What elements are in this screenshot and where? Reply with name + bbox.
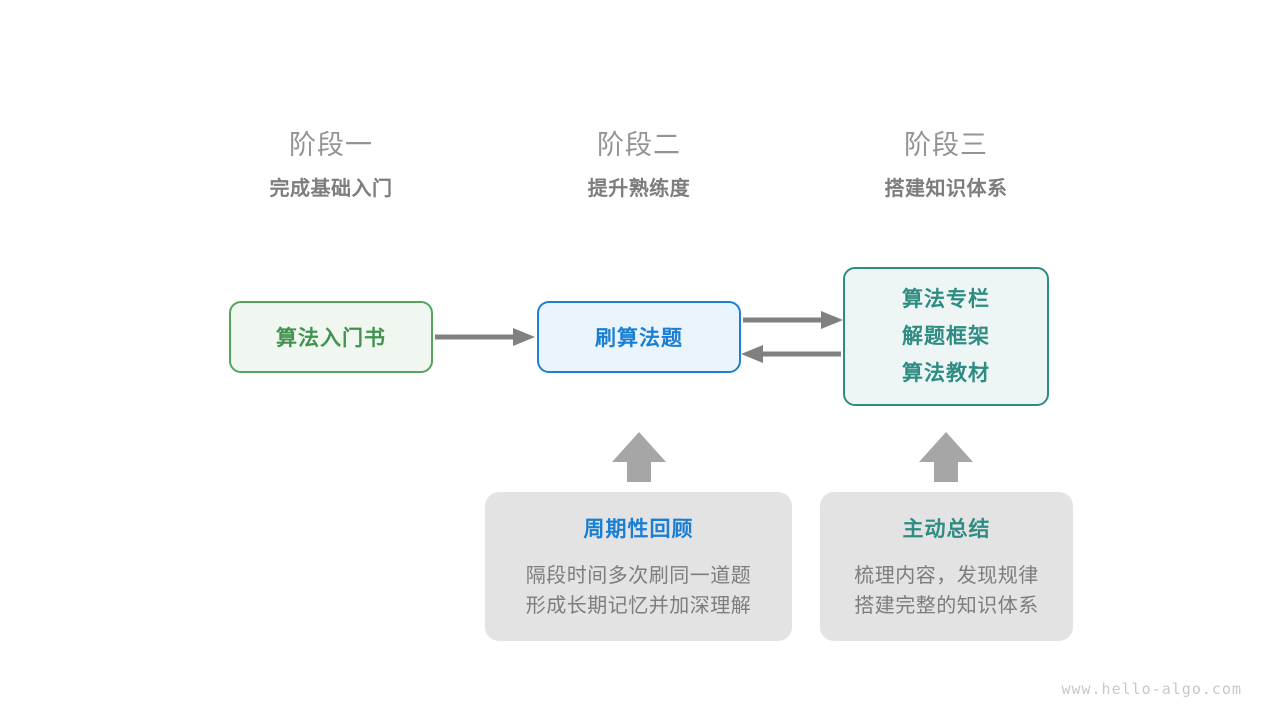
note-review-body-line-2: 形成长期记忆并加深理解 <box>525 594 752 617</box>
node-knowledge-line-3: 算法教材 <box>902 362 990 385</box>
stage-goal-1: 完成基础入门 <box>269 178 393 200</box>
stage-goal-2: 提升熟练度 <box>587 178 691 200</box>
arrow-summary-to-knowledge <box>919 432 973 482</box>
note-card-active-summary: 主动总结 梳理内容，发现规律 搭建完整的知识体系 <box>820 492 1073 641</box>
note-review-title: 周期性回顾 <box>583 517 694 541</box>
stage-goal-3: 搭建知识体系 <box>884 178 1008 200</box>
arrow-review-to-practice <box>612 432 666 482</box>
node-knowledge-line-1: 算法专栏 <box>902 288 990 311</box>
node-practice-label: 刷算法题 <box>595 327 683 350</box>
node-algorithm-intro-book: 算法入门书 <box>229 301 433 373</box>
stage-header-3: 阶段三 搭建知识体系 <box>826 128 1066 202</box>
arrow-book-to-practice <box>435 328 535 346</box>
note-review-body-line-1: 隔段时间多次刷同一道题 <box>525 564 752 587</box>
watermark-url: www.hello-algo.com <box>1061 680 1242 698</box>
stage-header-1: 阶段一 完成基础入门 <box>211 128 451 202</box>
stage-name-3: 阶段三 <box>904 130 988 160</box>
arrow-knowledge-to-practice <box>741 345 841 363</box>
arrow-practice-to-knowledge <box>743 311 843 329</box>
node-practice-problems: 刷算法题 <box>537 301 741 373</box>
stage-header-2: 阶段二 提升熟练度 <box>519 128 759 202</box>
stage-name-1: 阶段一 <box>289 130 373 160</box>
note-card-periodic-review: 周期性回顾 隔段时间多次刷同一道题 形成长期记忆并加深理解 <box>485 492 792 641</box>
node-knowledge-resources: 算法专栏 解题框架 算法教材 <box>843 267 1049 406</box>
node-knowledge-line-2: 解题框架 <box>902 325 990 348</box>
node-book-label: 算法入门书 <box>276 327 386 350</box>
note-summary-body-line-2: 搭建完整的知识体系 <box>854 594 1039 617</box>
note-summary-body-line-1: 梳理内容，发现规律 <box>854 564 1039 587</box>
stage-name-2: 阶段二 <box>597 130 681 160</box>
note-summary-title: 主动总结 <box>902 517 991 541</box>
